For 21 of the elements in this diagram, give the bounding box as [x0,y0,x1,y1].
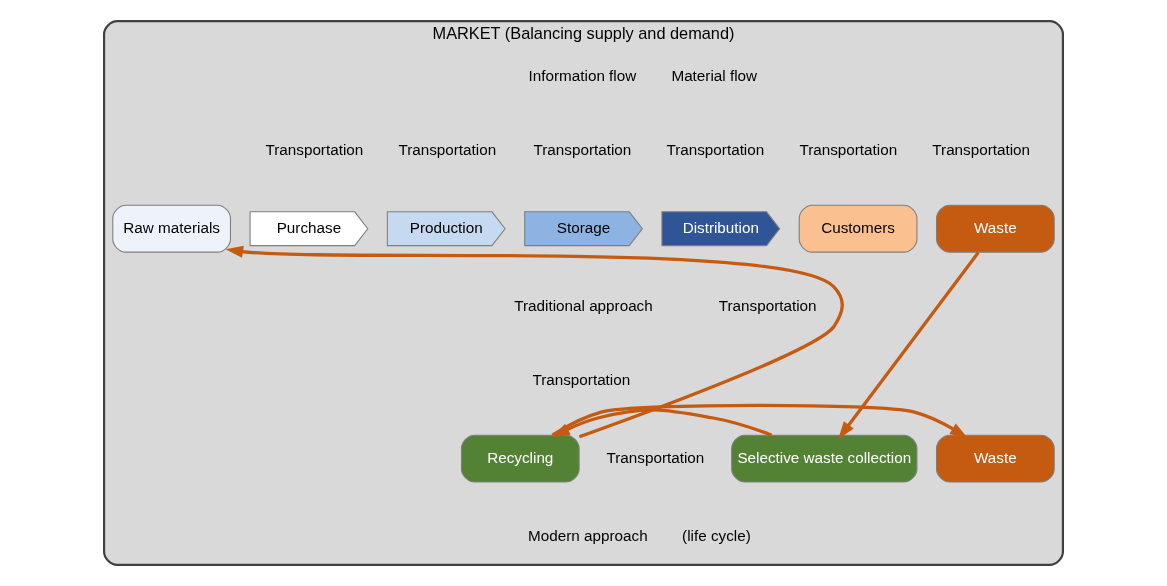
label: Transportation [533,140,632,158]
label: Transportation [532,370,631,388]
label: Transportation [718,296,817,314]
label: Information flow [528,66,637,84]
node-box: Selective waste collection [731,434,918,483]
arrow [838,251,980,439]
label: Traditional approach [514,296,653,314]
node-box: Recycling [460,434,580,483]
label: Transportation [398,140,497,158]
label: Transportation [666,140,765,158]
node-box: Raw materials [112,204,231,253]
label: Material flow [671,66,758,84]
node-box: Waste [936,204,1055,253]
label: Transportation [799,140,898,158]
label: Modern approach [528,526,648,544]
label: Transportation [265,140,364,158]
label: Transportation [606,448,705,466]
node-box: Waste [936,434,1055,483]
node-box: Customers [798,204,918,253]
label: (life cycle) [682,526,751,544]
label: Transportation [932,140,1031,158]
